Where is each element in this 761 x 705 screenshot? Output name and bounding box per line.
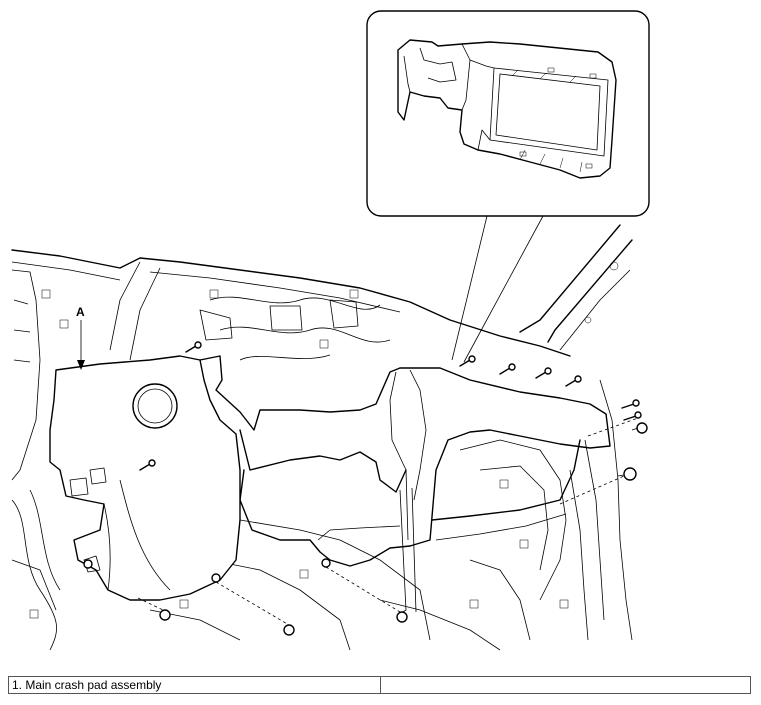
bolt-icon — [321, 558, 331, 568]
screw-icon — [623, 411, 642, 421]
screw-icon — [535, 367, 552, 379]
detail-inset — [366, 10, 650, 363]
bolt-icon — [159, 609, 171, 621]
bolt-icon — [617, 467, 637, 481]
callout-a: A — [76, 305, 85, 370]
bolt-icon — [211, 573, 221, 583]
crash-pad-diagram: A — [11, 10, 650, 651]
screw-icon — [565, 375, 582, 387]
bolt-icon — [83, 559, 93, 569]
screw-icon — [139, 459, 156, 471]
screw-icon — [499, 363, 516, 375]
legend-table: 1. Main crash pad assembly — [8, 676, 751, 694]
screw-icon — [185, 341, 202, 353]
bolt-icon — [283, 624, 295, 636]
main-crash-pad-assembly — [49, 355, 611, 616]
screw-icon — [621, 399, 640, 409]
fasteners — [83, 341, 648, 636]
legend-item-note — [381, 677, 750, 693]
bolt-icon — [631, 422, 648, 434]
screw-icon — [459, 355, 476, 367]
callout-a-label: A — [76, 305, 85, 319]
legend-item-label: 1. Main crash pad assembly — [9, 677, 381, 693]
inset-crash-pad-frame — [397, 39, 617, 179]
bolt-icon — [396, 611, 408, 623]
